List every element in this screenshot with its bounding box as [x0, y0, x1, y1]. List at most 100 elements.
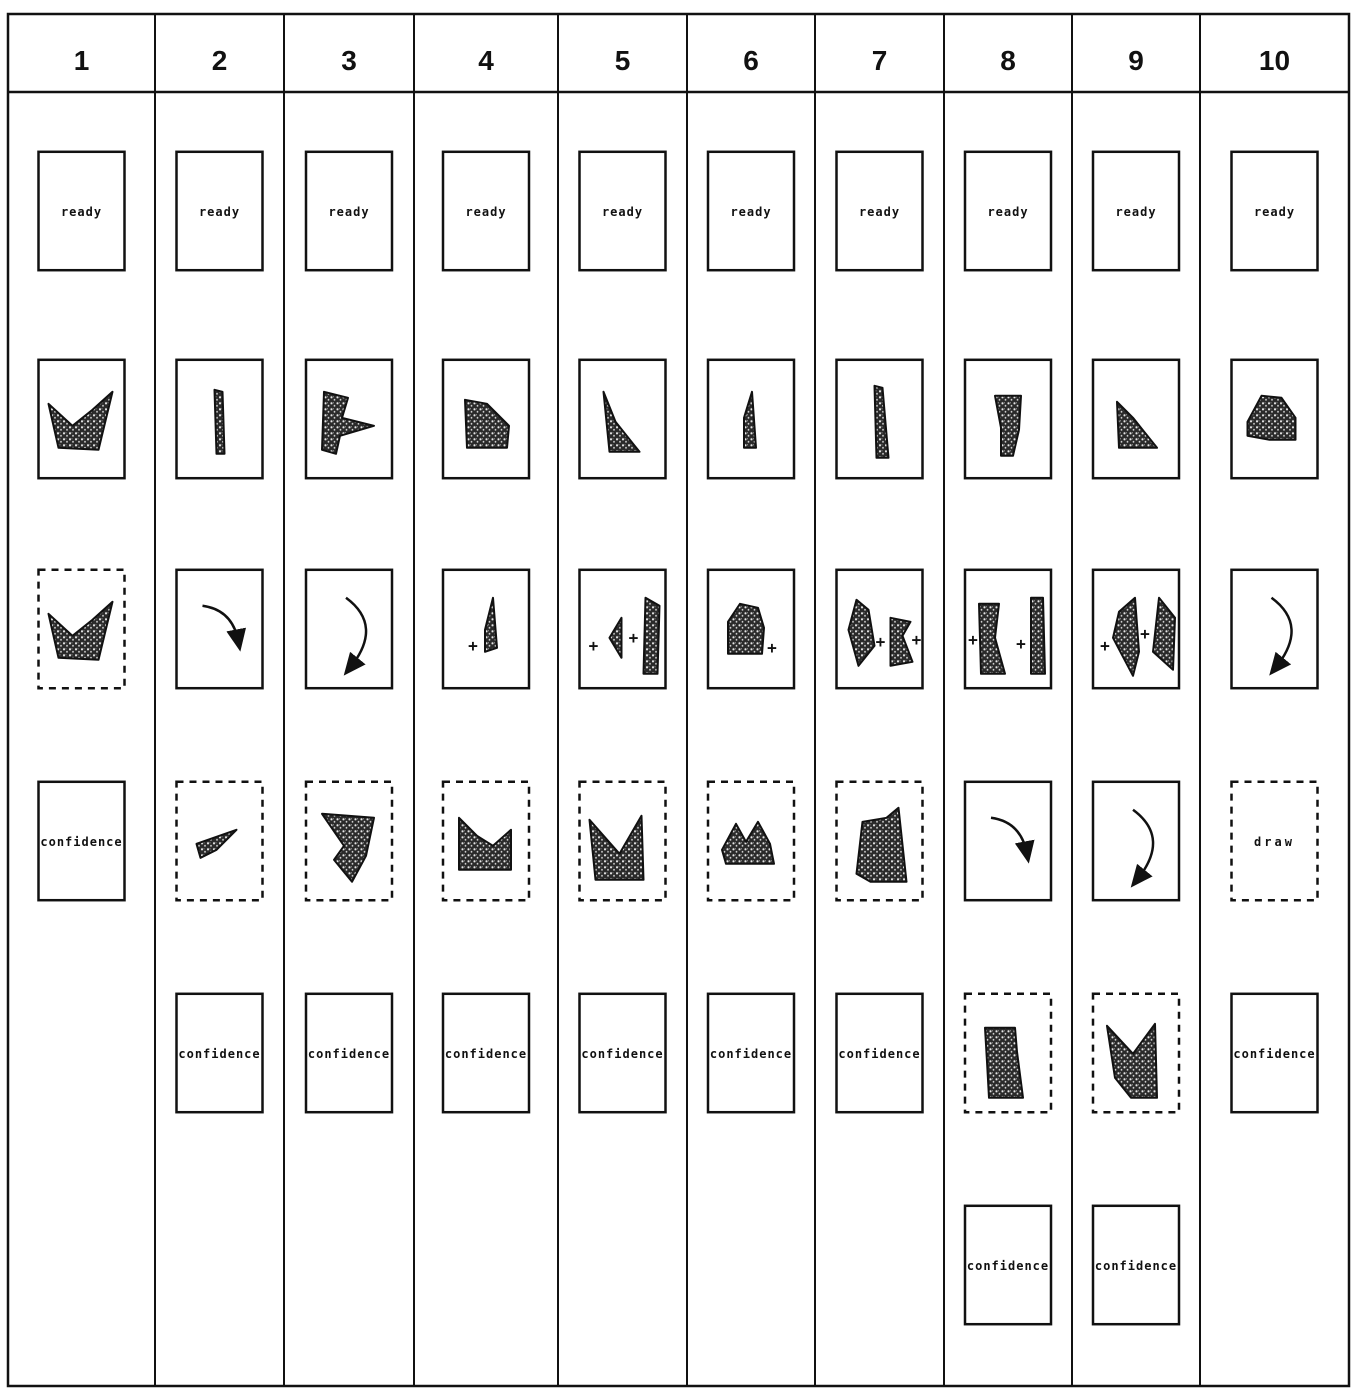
trial-cell: confidence: [306, 994, 392, 1112]
plus-marker: +: [629, 628, 639, 647]
table-border: [8, 14, 1349, 1386]
trial-cell: [965, 994, 1051, 1112]
puzzle-piece-shape: [215, 390, 225, 454]
trial-cell: [177, 360, 263, 478]
trial-cell: ++: [1093, 570, 1179, 688]
solid-frame: [1093, 782, 1179, 900]
trial-cell: +: [443, 570, 529, 688]
puzzle-piece-shape: [1031, 598, 1045, 674]
plus-marker: +: [968, 630, 978, 649]
plus-marker: +: [468, 636, 478, 655]
cell-label-ready: ready: [1115, 205, 1156, 219]
puzzle-piece-shape: [875, 386, 889, 458]
column-header: 10: [1259, 45, 1290, 76]
trial-cell: ready: [177, 152, 263, 270]
puzzle-piece-shape: [322, 814, 374, 882]
cell-label-ready: ready: [987, 205, 1028, 219]
trial-cell: +: [708, 570, 794, 688]
solid-frame: [1093, 360, 1179, 478]
trial-cell: ++: [580, 570, 666, 688]
column-header: 6: [743, 45, 759, 76]
cell-label-confidence: confidence: [1095, 1259, 1177, 1273]
cell-label-draw: draw: [1254, 835, 1295, 849]
trial-cell: [580, 782, 666, 900]
puzzle-piece-shape: [728, 604, 764, 654]
puzzle-piece-shape: [985, 1028, 1023, 1098]
solid-frame: [1232, 570, 1318, 688]
solid-frame: [965, 782, 1051, 900]
trial-cell: [177, 782, 263, 900]
puzzle-piece-shape: [1117, 402, 1157, 448]
puzzle-piece-shape: [1113, 598, 1139, 676]
trial-cell: confidence: [708, 994, 794, 1112]
trial-cell: confidence: [443, 994, 529, 1112]
trial-cell: [39, 360, 125, 478]
trial-cell: [708, 782, 794, 900]
trial-cell: [708, 360, 794, 478]
trial-cell: [443, 782, 529, 900]
puzzle-piece-shape: [891, 618, 913, 666]
trial-cell: confidence: [1093, 1206, 1179, 1324]
trial-cell: ready: [443, 152, 529, 270]
puzzle-piece-shape: [610, 618, 622, 658]
cell-label-ready: ready: [730, 205, 771, 219]
puzzle-piece-shape: [849, 600, 875, 666]
column-header: 9: [1128, 45, 1144, 76]
trial-cell: [443, 360, 529, 478]
cell-label-confidence: confidence: [838, 1047, 920, 1061]
plus-marker: +: [767, 638, 777, 657]
puzzle-piece-shape: [744, 392, 756, 448]
puzzle-piece-shape: [1153, 598, 1175, 670]
cell-label-confidence: confidence: [40, 835, 122, 849]
puzzle-piece-shape: [485, 598, 497, 652]
cell-label-confidence: confidence: [178, 1047, 260, 1061]
trial-cell: confidence: [580, 994, 666, 1112]
column-headers: 12345678910: [74, 45, 1290, 76]
trial-cell: [965, 782, 1051, 900]
puzzle-piece-shape: [857, 808, 907, 882]
cell-label-confidence: confidence: [445, 1047, 527, 1061]
trial-cell: ready: [708, 152, 794, 270]
plus-marker: +: [912, 630, 922, 649]
rotate-arrow-icon: [1133, 810, 1153, 880]
puzzle-piece-shape: [49, 602, 113, 660]
puzzle-piece-shape: [722, 822, 774, 864]
solid-frame: [177, 570, 263, 688]
trial-cell: [1232, 360, 1318, 478]
puzzle-piece-shape: [459, 818, 511, 870]
trial-cell: ++: [837, 570, 923, 688]
trial-cell: [39, 570, 125, 688]
cell-label-ready: ready: [328, 205, 369, 219]
solid-frame: [306, 570, 392, 688]
trial-cell: confidence: [1232, 994, 1318, 1112]
trial-cell: ready: [1232, 152, 1318, 270]
plus-marker: +: [589, 636, 599, 655]
trial-cell: [1232, 570, 1318, 688]
rotate-arrow-icon: [346, 598, 366, 668]
trial-cells: ready confidence ready confidence ready confi…: [39, 152, 1318, 1324]
trial-cell: confidence: [837, 994, 923, 1112]
column-header: 7: [872, 45, 888, 76]
trial-cell: [965, 360, 1051, 478]
puzzle-piece-shape: [995, 396, 1021, 456]
trial-cell: confidence: [965, 1206, 1051, 1324]
plus-marker: +: [876, 632, 886, 651]
cell-label-ready: ready: [465, 205, 506, 219]
trial-cell: [177, 570, 263, 688]
column-header: 8: [1000, 45, 1016, 76]
cell-label-confidence: confidence: [581, 1047, 663, 1061]
column-header: 4: [478, 45, 494, 76]
trial-cell: [306, 782, 392, 900]
plus-marker: +: [1016, 634, 1026, 653]
trial-cell: [1093, 782, 1179, 900]
trial-cell: confidence: [177, 994, 263, 1112]
puzzle-piece-shape: [979, 604, 1005, 674]
rotate-arrow-icon: [991, 818, 1027, 854]
puzzle-piece-shape: [1107, 1024, 1157, 1098]
trial-cell: [1093, 360, 1179, 478]
column-header: 2: [212, 45, 228, 76]
cell-label-confidence: confidence: [308, 1047, 390, 1061]
trial-cell: ready: [39, 152, 125, 270]
